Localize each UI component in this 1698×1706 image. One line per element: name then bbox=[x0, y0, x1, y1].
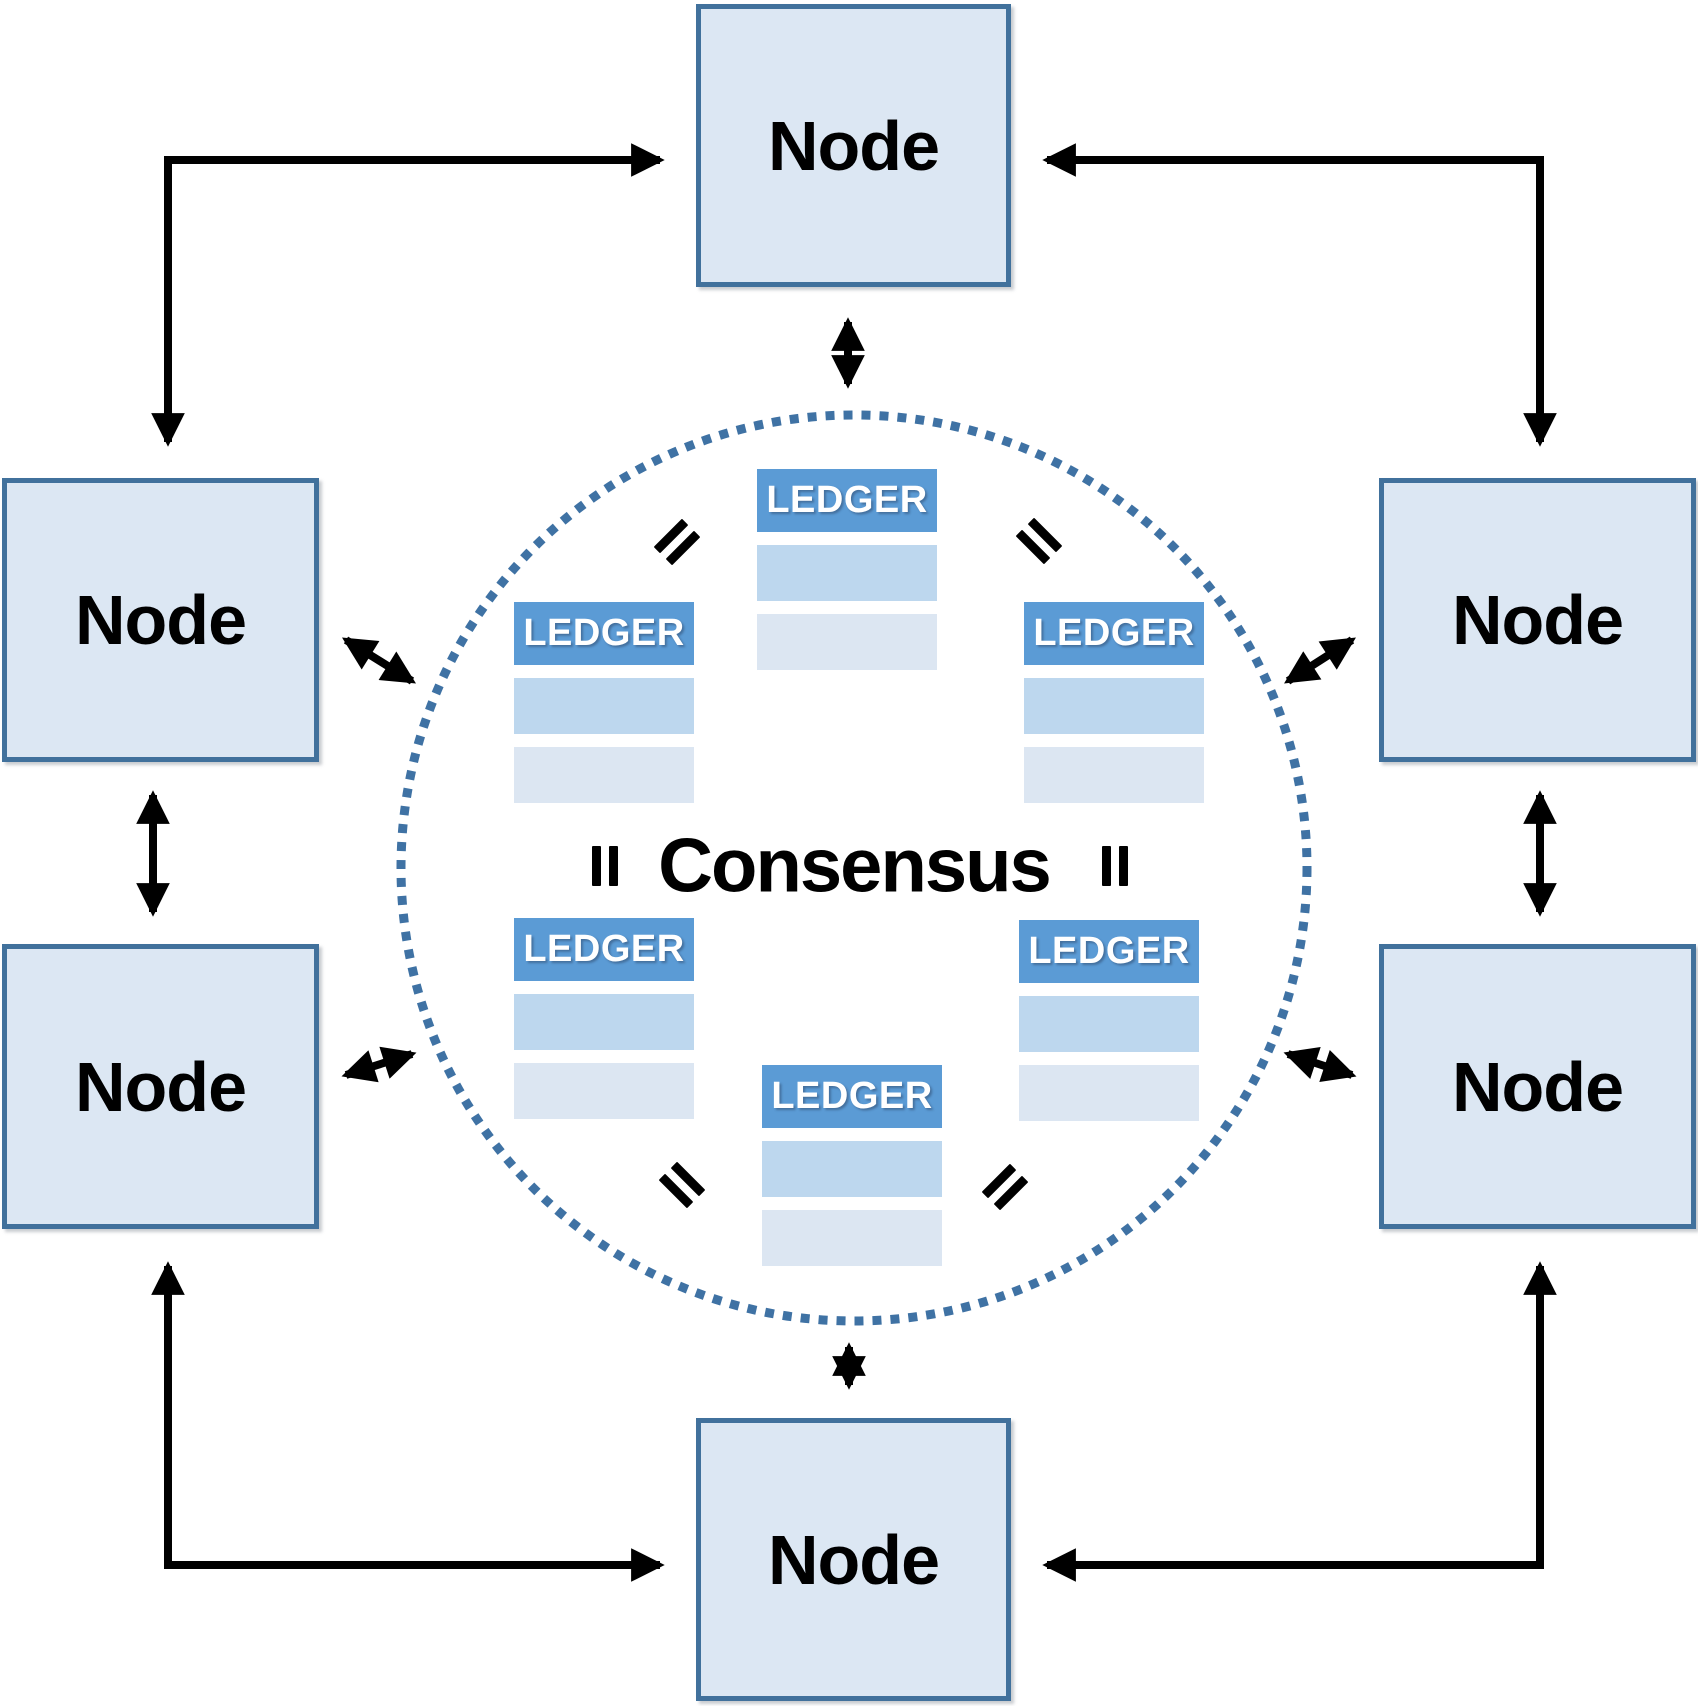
ledger-table-upper-right: LEDGER bbox=[1024, 602, 1204, 803]
ledger-row bbox=[762, 1210, 942, 1266]
connector-leftbottom-to-circle bbox=[341, 1046, 417, 1083]
ledger-header: LEDGER bbox=[1024, 602, 1204, 665]
consensus-label: Consensus bbox=[658, 823, 1052, 909]
ledger-table-top: LEDGER bbox=[757, 469, 937, 670]
connector-rightbottom-to-circle bbox=[1283, 1047, 1357, 1082]
ledger-table-upper-left: LEDGER bbox=[514, 602, 694, 803]
ledger-row bbox=[1024, 747, 1204, 803]
connector-lefttop-to-topnode-elbow bbox=[151, 143, 665, 447]
node-box-left-bottom: Node bbox=[2, 944, 319, 1229]
connector-leftbottom-to-bottomnode-elbow bbox=[151, 1261, 665, 1582]
node-label: Node bbox=[1452, 581, 1624, 659]
node-label: Node bbox=[768, 1520, 940, 1599]
node-box-left-top: Node bbox=[2, 478, 319, 762]
node-box-bottom: Node bbox=[696, 1418, 1011, 1701]
ledger-header: LEDGER bbox=[514, 918, 694, 981]
ledger-header: LEDGER bbox=[762, 1065, 942, 1128]
ledger-table-lower-right: LEDGER bbox=[1019, 920, 1199, 1121]
connector-righttop-to-circle bbox=[1284, 636, 1356, 685]
ledger-row bbox=[514, 1063, 694, 1119]
ledger-row bbox=[514, 994, 694, 1050]
node-box-top: Node bbox=[696, 4, 1011, 287]
node-label: Node bbox=[75, 581, 247, 659]
node-label: Node bbox=[75, 1047, 247, 1126]
node-label: Node bbox=[1452, 1047, 1624, 1126]
ledger-header: LEDGER bbox=[757, 469, 937, 532]
equals-icon bbox=[1102, 846, 1128, 886]
node-label: Node bbox=[768, 106, 940, 185]
ledger-table-bottom: LEDGER bbox=[762, 1065, 942, 1266]
equals-icon bbox=[592, 846, 618, 886]
ledger-table-lower-left: LEDGER bbox=[514, 918, 694, 1119]
ledger-row bbox=[514, 747, 694, 803]
node-box-right-bottom: Node bbox=[1379, 944, 1696, 1229]
ledger-row bbox=[757, 545, 937, 601]
connector-lefttop-to-circle bbox=[342, 636, 416, 685]
consensus-boundary-circle bbox=[396, 410, 1312, 1326]
ledger-row bbox=[1024, 678, 1204, 734]
ledger-row bbox=[757, 614, 937, 670]
ledger-row bbox=[762, 1141, 942, 1197]
ledger-row bbox=[514, 678, 694, 734]
connector-righttop-to-topnode-elbow bbox=[1042, 143, 1557, 447]
ledger-header: LEDGER bbox=[514, 602, 694, 665]
ledger-row bbox=[1019, 1065, 1199, 1121]
ledger-header: LEDGER bbox=[1019, 920, 1199, 983]
node-box-right-top: Node bbox=[1379, 478, 1696, 762]
ledger-row bbox=[1019, 996, 1199, 1052]
connector-rightbottom-to-bottomnode-elbow bbox=[1042, 1261, 1557, 1582]
